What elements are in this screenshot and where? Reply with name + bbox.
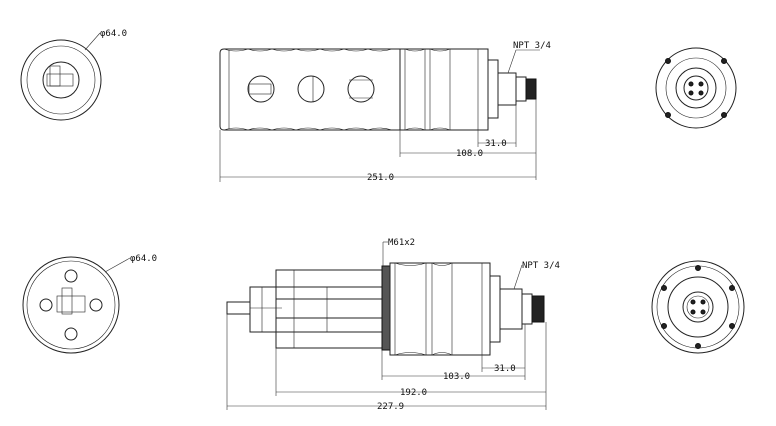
top-dim-connector: 31.0 xyxy=(485,139,507,149)
bottom-left-end-view: φ64.0 xyxy=(22,254,157,354)
bottom-dim-connector: 31.0 xyxy=(494,364,516,374)
top-thread-label: NPT 3/4 xyxy=(513,41,551,51)
bottom-dim-mid: 192.0 xyxy=(400,388,427,398)
bottom-right-end-view xyxy=(651,260,745,354)
bottom-mount-thread-label: M61x2 xyxy=(388,238,415,248)
bottom-dim-head: 103.0 xyxy=(443,372,470,382)
top-right-end-view xyxy=(655,47,737,129)
bottom-diameter-label: φ64.0 xyxy=(130,254,157,264)
top-dim-total: 251.0 xyxy=(367,173,394,183)
top-left-end-view: φ64.0 xyxy=(20,29,127,121)
top-dim-head: 108.0 xyxy=(456,149,483,159)
top-diameter-label: φ64.0 xyxy=(100,29,127,39)
bottom-side-view: M61x2 NPT 3/4 31.0 103.0 192.0 227.9 xyxy=(226,238,560,412)
top-side-view: NPT 3/4 31.0 108.0 251.0 xyxy=(219,41,551,183)
bottom-thread-label: NPT 3/4 xyxy=(522,261,560,271)
bottom-dim-total: 227.9 xyxy=(377,402,404,412)
